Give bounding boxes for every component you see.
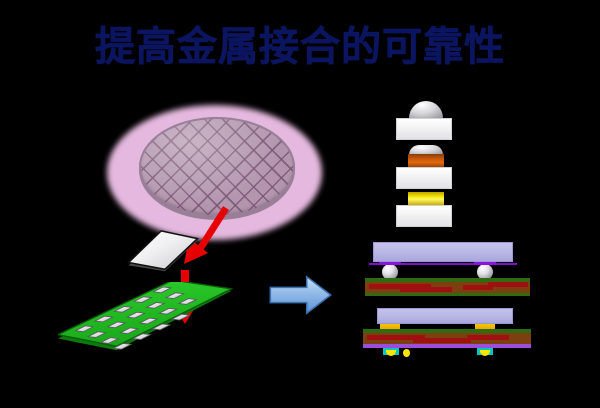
substrate-solder-resist-bottom <box>365 293 530 296</box>
via-gold-fill <box>480 350 490 356</box>
solder-residue <box>403 349 410 357</box>
substrate-backside-metal <box>363 344 531 348</box>
pad-slab <box>396 118 452 140</box>
substrate-solder-resist-top <box>365 278 530 282</box>
pad-slab <box>396 205 452 227</box>
substrate-trace <box>488 282 528 287</box>
blue-transition-arrow <box>269 275 332 315</box>
substrate-trace <box>367 335 425 340</box>
process-step-gold-bump <box>392 190 454 232</box>
wafer-illustration <box>95 95 335 255</box>
substrate-trace <box>369 284 431 289</box>
process-step-solder-ball <box>392 100 454 140</box>
cross-section-solder-ball <box>355 242 540 297</box>
singulated-die <box>126 230 200 272</box>
chip-die <box>377 308 513 324</box>
green-package-substrate <box>58 282 234 351</box>
via-gold-fill <box>386 350 396 356</box>
solder-ball <box>477 264 493 280</box>
chip-metal-line <box>369 263 517 265</box>
substrate-trace <box>400 287 452 292</box>
gold-interconnect-pad <box>380 324 400 330</box>
gold-bump <box>408 192 444 205</box>
page-title: 提高金属接合的可靠性 <box>95 24 505 71</box>
bump-process-steps <box>392 100 462 232</box>
copper-pillar <box>408 154 444 167</box>
substrate-trace <box>413 338 471 343</box>
under-bump-pad <box>379 262 401 265</box>
cross-section-gold-pad <box>355 308 540 360</box>
process-step-copper-pillar <box>392 145 454 190</box>
substrate-trace <box>463 285 493 290</box>
solder-ball-dome <box>409 101 443 118</box>
solder-ball <box>382 264 398 280</box>
under-bump-pad <box>474 262 496 265</box>
chip-die <box>373 242 513 262</box>
substrate-trace <box>467 335 509 340</box>
gold-interconnect-pad <box>475 324 495 330</box>
substrate-solder-resist-top <box>363 329 531 333</box>
pad-slab <box>396 167 452 189</box>
solder-cap-dome <box>409 145 443 155</box>
